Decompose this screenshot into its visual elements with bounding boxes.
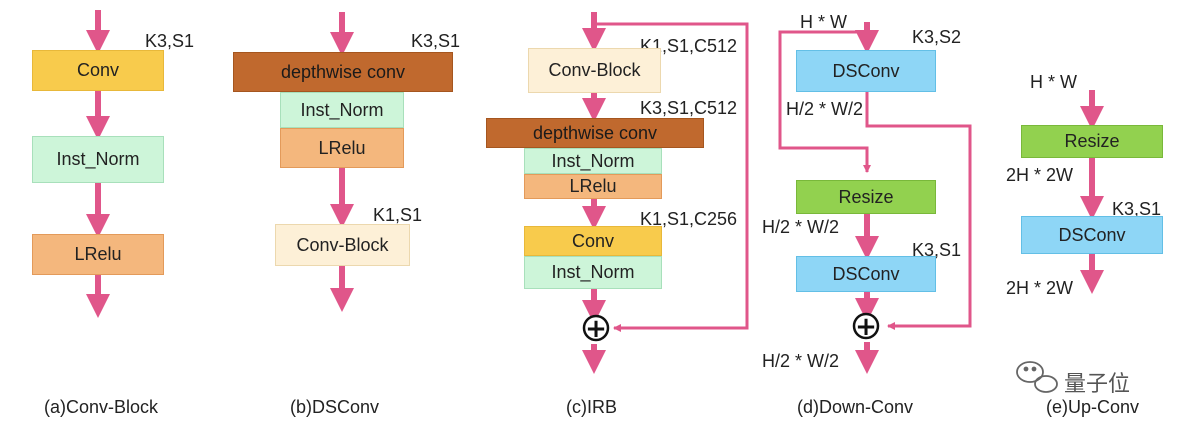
panel-c-param-2: K3,S1,C512 <box>640 98 738 118</box>
panel-c-inst-norm-box-2: Inst_Norm <box>524 256 662 289</box>
panel-c-depthwise-conv-box: depthwise conv <box>486 118 704 148</box>
plus-symbol-c: + <box>585 314 607 344</box>
panel-e-resize-box: Resize <box>1021 125 1163 158</box>
panel-b-lrelu-box: LRelu <box>280 128 404 168</box>
panel-b-caption: (b)DSConv <box>290 397 380 417</box>
panel-c-inst-norm-box-1: Inst_Norm <box>524 148 662 174</box>
panel-a-conv-box: Conv <box>32 50 164 91</box>
panel-d-caption: (d)Down-Conv <box>797 397 914 417</box>
watermark-icon <box>1016 361 1058 393</box>
panel-d-output-size: H/2 * W/2 <box>762 351 840 371</box>
panel-a-inst-norm-box: Inst_Norm <box>32 136 164 183</box>
panel-c-param-1: K1,S1,C512 <box>640 36 738 56</box>
panel-b-inst-norm-box: Inst_Norm <box>280 92 404 128</box>
panel-b-param-mid: K1,S1 <box>373 205 423 225</box>
adder-d: + <box>852 312 880 342</box>
panel-d-half-size-2: H/2 * W/2 <box>762 217 840 237</box>
panel-c-caption: (c)IRB <box>566 397 617 417</box>
panel-e-dsconv-box: DSConv <box>1021 216 1163 254</box>
panel-d-param-1: K3,S2 <box>912 27 962 47</box>
adder-c: + <box>582 314 610 344</box>
panel-b-conv-block-box: Conv-Block <box>275 224 410 266</box>
panel-e-double-size-1: 2H * 2W <box>1006 165 1074 185</box>
panel-e-input-size: H * W <box>1030 72 1077 92</box>
panel-d-dsconv-box-1: DSConv <box>796 50 936 92</box>
panel-a-caption: (a)Conv-Block <box>44 397 159 417</box>
panel-d-half-size-1: H/2 * W/2 <box>786 99 864 119</box>
panel-e-double-size-2: 2H * 2W <box>1006 278 1074 298</box>
panel-e-param: K3,S1 <box>1112 199 1162 219</box>
panel-c-conv-box: Conv <box>524 226 662 256</box>
branch-d-left <box>778 30 871 173</box>
panel-d-input-size: H * W <box>800 12 847 32</box>
watermark-text: 量子位 <box>1064 372 1131 397</box>
panel-d-param-2: K3,S1 <box>912 240 962 260</box>
plus-symbol-d: + <box>855 312 877 342</box>
panel-e-caption: (e)Up-Conv <box>1046 397 1140 417</box>
panel-c-conv-block-box: Conv-Block <box>528 48 661 93</box>
panel-a-lrelu-box: LRelu <box>32 234 164 275</box>
panel-b-param-top: K3,S1 <box>411 31 461 51</box>
panel-a-param: K3,S1 <box>145 31 195 51</box>
branch-d-right <box>865 92 972 330</box>
skip-connection-c <box>594 22 749 332</box>
panel-d-dsconv-box-2: DSConv <box>796 256 936 292</box>
panel-c-lrelu-box: LRelu <box>524 174 662 199</box>
panel-c-param-3: K1,S1,C256 <box>640 209 738 229</box>
panel-d-resize-box: Resize <box>796 180 936 214</box>
panel-b-depthwise-conv-box: depthwise conv <box>233 52 453 92</box>
